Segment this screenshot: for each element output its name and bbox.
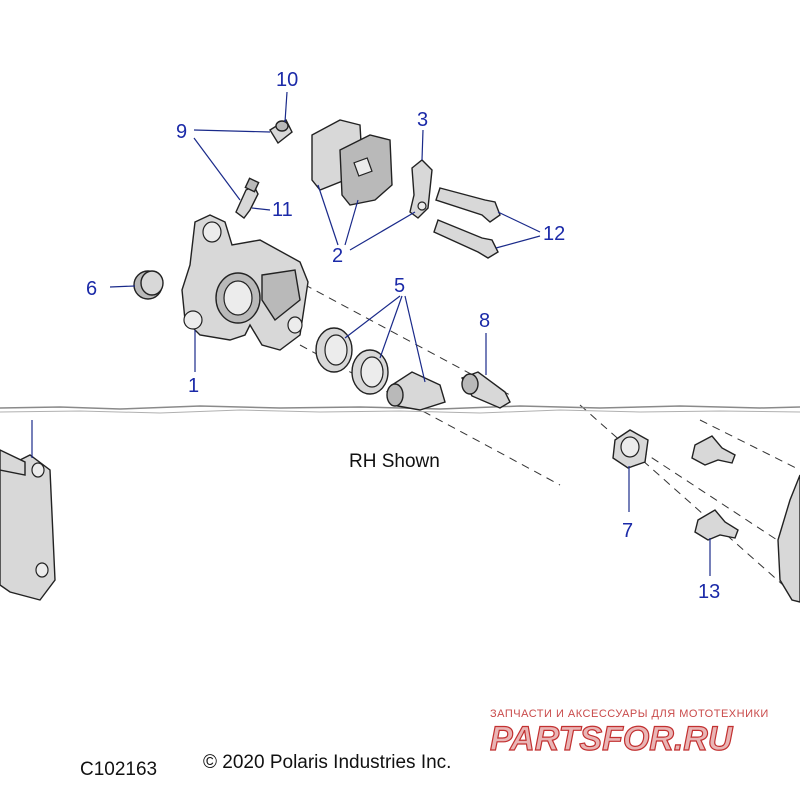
seals-piston-part: [315, 327, 446, 411]
drawing-id: C102163: [80, 759, 157, 780]
callout-11: 11: [272, 199, 293, 221]
bushing-part: [612, 429, 649, 469]
alignment-lines: [254, 257, 800, 601]
bleeder-cap-part: [133, 270, 164, 300]
watermark-tagline: ЗАПЧАСТИ И АКСЕССУАРЫ ДЛЯ МОТОТЕХНИКИ: [490, 708, 769, 720]
callout-2: 2: [332, 245, 343, 267]
callout-8: 8: [479, 310, 490, 332]
callout-9: 9: [176, 121, 187, 143]
brake-pads-part: [311, 119, 393, 206]
mounting-bolts-part: [691, 435, 739, 541]
callout-5: 5: [394, 275, 405, 297]
callout-labels: 10 9 11 3 2 12 6 5 8 1 7 13: [86, 69, 720, 603]
mounting-bracket-left: [0, 449, 56, 601]
watermark: ЗАПЧАСТИ И АКСЕССУАРЫ ДЛЯ МОТОТЕХНИКИ PA…: [489, 708, 769, 759]
callout-10: 10: [276, 69, 298, 91]
callout-13: 13: [698, 581, 720, 603]
bushing-bolt-part: [460, 371, 511, 409]
caliper-body-part: [181, 214, 309, 351]
leader-lines: [31, 91, 711, 576]
guide-pins-part: [433, 187, 501, 259]
view-caption: RH Shown: [349, 451, 440, 472]
pad-spring-part: [409, 159, 433, 219]
callout-3: 3: [417, 109, 428, 131]
watermark-brand: PARTSFOR.RU: [490, 720, 734, 758]
callout-12: 12: [543, 223, 565, 245]
callout-6: 6: [86, 278, 97, 300]
copyright-text: © 2020 Polaris Industries Inc.: [203, 752, 451, 773]
callout-7: 7: [622, 520, 633, 542]
mounting-bracket-right: [777, 474, 800, 603]
bleeder-screw-part: [235, 177, 260, 219]
section-cut-line: [0, 405, 800, 414]
dust-cap-part: [269, 118, 293, 145]
callout-1: 1: [188, 375, 199, 397]
